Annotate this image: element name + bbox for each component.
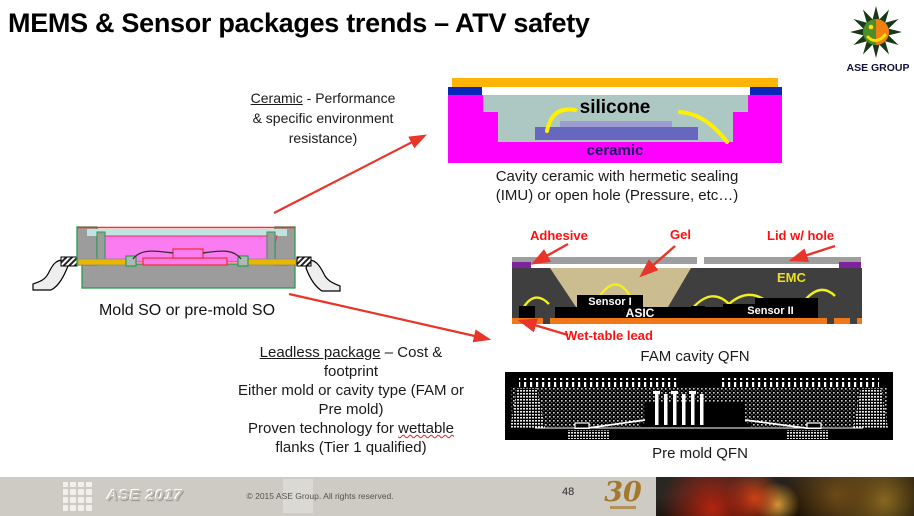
leadless-line2: footprint — [323, 363, 379, 380]
fam-pad-center — [691, 306, 705, 318]
page-number: 48 — [562, 486, 575, 498]
asic-block — [555, 307, 725, 318]
ceramic-die-top — [560, 121, 672, 128]
anniversary-number: 30 — [604, 477, 642, 508]
fam-lead-notch — [850, 318, 857, 324]
sensor1-label: Sensor I — [588, 296, 632, 308]
sensor2-label: Sensor II — [747, 305, 794, 317]
fam-caption: FAM cavity QFN — [640, 348, 750, 365]
footer-watermark — [283, 479, 313, 513]
leadless-note: Leadless package – Cost & footprint Eith… — [220, 343, 482, 457]
adhesive-label: Adhesive — [530, 228, 588, 243]
leadless-line4: Pre mold) — [318, 401, 384, 418]
leadless-line1: Leadless package – Cost & — [220, 343, 482, 362]
ase-group-logo: ASE GROUP — [838, 4, 914, 74]
fam-white-strip — [512, 264, 861, 268]
ceramic-label: ceramic — [586, 142, 644, 159]
footer-copyright: © 2015 ASE Group. All rights reserved. — [246, 491, 394, 501]
leadless-line5-wavy: wettable — [398, 420, 454, 437]
ceramic-caption-line1: Cavity ceramic with hermetic sealing — [495, 168, 739, 185]
fam-lead-notch — [543, 318, 550, 324]
footer-bar — [0, 477, 656, 516]
ceramic-note-line3: resistance) — [288, 130, 358, 146]
anniversary-subtext-mark — [610, 506, 636, 509]
ceramic-note-line2: & specific environment — [252, 110, 394, 126]
fam-qfn-diagram: Adhesive Gel Lid w/ hole Sensor I ASIC S… — [505, 226, 885, 344]
ceramic-caption-line2: (IMU) or open hole (Pressure, etc…) — [495, 187, 739, 204]
page-title: MEMS & Sensor packages trends – ATV safe… — [8, 8, 590, 38]
anniversary-30-icon: 30 — [594, 478, 652, 516]
leadless-line5-pre: Proven technology for — [248, 420, 399, 437]
fam-pad-left — [519, 306, 535, 318]
ceramic-seal-strip — [482, 87, 750, 95]
wettable-lead-label: Wet-table lead — [565, 328, 653, 343]
silicone-label: silicone — [579, 97, 651, 118]
fam-lid-left — [512, 257, 697, 264]
lid-hole-label: Lid w/ hole — [767, 228, 835, 243]
emc-label: EMC — [777, 270, 806, 285]
sensor1-block — [577, 295, 643, 310]
leadless-line5: Proven technology for wettable — [220, 419, 482, 438]
sensor2-step — [755, 298, 818, 306]
premold-qfn-drawing — [505, 372, 893, 440]
ceramic-note-line1: Ceramic - Performance — [218, 88, 428, 108]
fam-lead-notch — [827, 318, 834, 324]
leadless-rest: – Cost & — [380, 344, 443, 361]
ceramic-package-diagram: silicone ceramic — [448, 76, 782, 163]
ceramic-note: Ceramic - Performance & specific environ… — [218, 88, 428, 148]
ase-group-logo-text: ASE GROUP — [846, 62, 910, 74]
ceramic-die — [535, 127, 698, 140]
fam-adhesive-right — [839, 262, 861, 268]
ceramic-corner-left — [448, 87, 482, 95]
fam-adhesive-left — [512, 262, 531, 268]
ceramic-caption: Cavity ceramic with hermetic sealing (IM… — [437, 167, 797, 205]
asic-label: ASIC — [625, 306, 655, 320]
footer-brand: ASE 2017 — [107, 487, 184, 504]
mold-so-diagram — [25, 218, 345, 303]
ase-starburst-icon — [850, 6, 902, 58]
ceramic-note-lead: Ceramic — [250, 90, 303, 106]
premold-qfn-diagram — [505, 372, 893, 440]
ceramic-lid-bar — [452, 78, 778, 87]
footer-photo — [656, 477, 914, 516]
ceramic-corner-right — [750, 87, 782, 95]
fam-lid-right — [704, 257, 861, 264]
premold-caption: Pre mold QFN — [652, 445, 748, 462]
leadless-line6: flanks (Tier 1 qualified) — [275, 439, 427, 456]
leadless-lead: Leadless package — [259, 344, 381, 361]
leadless-line3: Either mold or cavity type (FAM or — [238, 382, 464, 399]
gel-label: Gel — [670, 227, 691, 242]
grid-logo-icon — [62, 481, 94, 513]
mold-so-caption: Mold SO or pre-mold SO — [98, 302, 276, 319]
sensor2-block — [723, 304, 818, 318]
ceramic-note-rest: - Performance — [302, 90, 396, 106]
mold-so-drawing — [32, 226, 341, 292]
fam-leadframe — [512, 318, 862, 324]
